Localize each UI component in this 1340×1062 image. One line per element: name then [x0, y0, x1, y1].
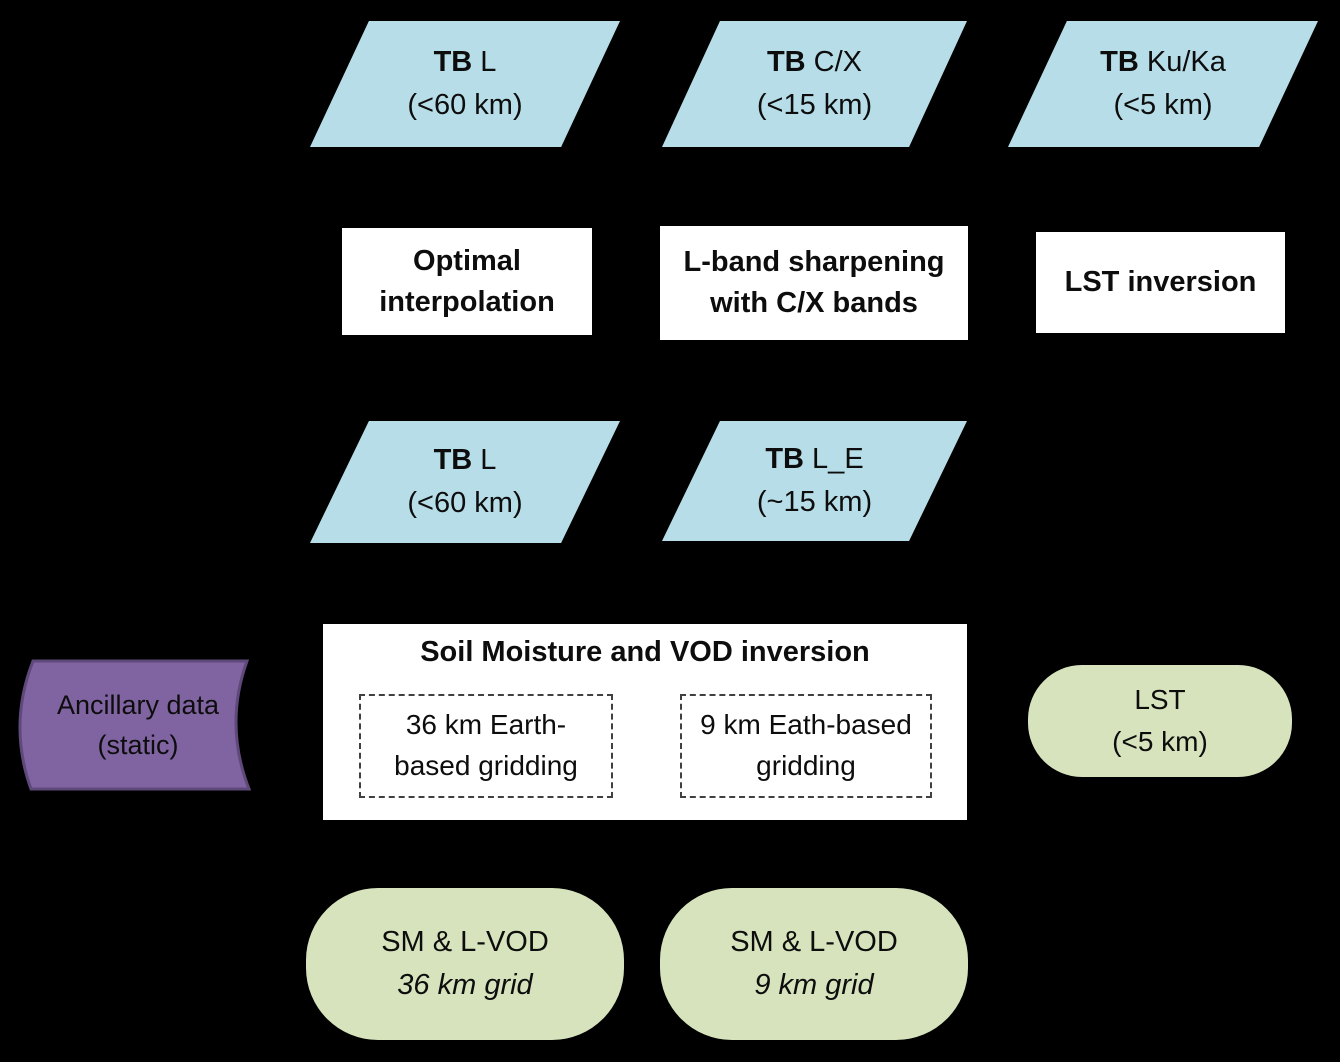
output-sm-lvod-36km: SM & L-VOD 36 km grid [306, 888, 624, 1040]
input-resolution: (<60 km) [407, 487, 523, 519]
input-label: TB Ku/Ka [1100, 45, 1226, 78]
process-box-sm-vod-inversion: Soil Moisture and VOD inversion 36 km Ea… [323, 624, 967, 820]
gridding-label: 9 km Eath-based gridding [700, 709, 912, 781]
output-lst-5km: LST (<5 km) [1028, 665, 1292, 777]
process-label: Optimal interpolation [379, 244, 555, 318]
process-box-lband-sharpening: L-band sharpening with C/X bands [660, 226, 968, 340]
input-parallelogram-tb-kuka-5km: TB Ku/Ka (<5 km) [1008, 21, 1318, 147]
stored-data-icon [18, 659, 252, 791]
gridding-label: 36 km Earth-based gridding [394, 709, 578, 781]
output-label: LST [1134, 684, 1186, 715]
input-resolution: (<60 km) [407, 89, 523, 121]
input-label: TB L [433, 45, 497, 78]
output-resolution: (<5 km) [1112, 726, 1208, 757]
process-box-lst-inversion: LST inversion [1036, 232, 1285, 333]
process-label: LST inversion [1064, 266, 1257, 299]
output-label: SM & L-VOD [730, 925, 898, 958]
input-parallelogram-tb-le-sharpened: TB L_E (~15 km) [662, 421, 967, 541]
input-label: TB C/X [766, 45, 863, 78]
input-resolution: (<5 km) [1113, 89, 1213, 121]
output-grid: 36 km grid [397, 969, 533, 1001]
inversion-title: Soil Moisture and VOD inversion [420, 636, 870, 668]
ancillary-label: Ancillary data (static) [56, 689, 220, 761]
input-resolution: (~15 km) [756, 486, 873, 518]
input-label: TB L [433, 443, 497, 476]
ancillary-data-shape: Ancillary data (static) [18, 658, 252, 792]
input-parallelogram-tb-l-60km: TB L (<60 km) [310, 21, 620, 147]
input-parallelogram-tb-l-interpolated: TB L (<60 km) [310, 421, 620, 543]
gridding-option-9km: 9 km Eath-based gridding [680, 694, 932, 798]
gridding-option-36km: 36 km Earth-based gridding [359, 694, 613, 798]
process-label: L-band sharpening with C/X bands [683, 246, 945, 319]
input-resolution: (<15 km) [756, 89, 873, 121]
output-grid: 9 km grid [754, 969, 874, 1001]
input-parallelogram-tb-cx-15km: TB C/X (<15 km) [662, 21, 967, 147]
process-box-optimal-interpolation: Optimal interpolation [342, 228, 592, 335]
output-label: SM & L-VOD [381, 925, 549, 958]
output-sm-lvod-9km: SM & L-VOD 9 km grid [660, 888, 968, 1040]
input-label: TB L_E [765, 442, 864, 475]
